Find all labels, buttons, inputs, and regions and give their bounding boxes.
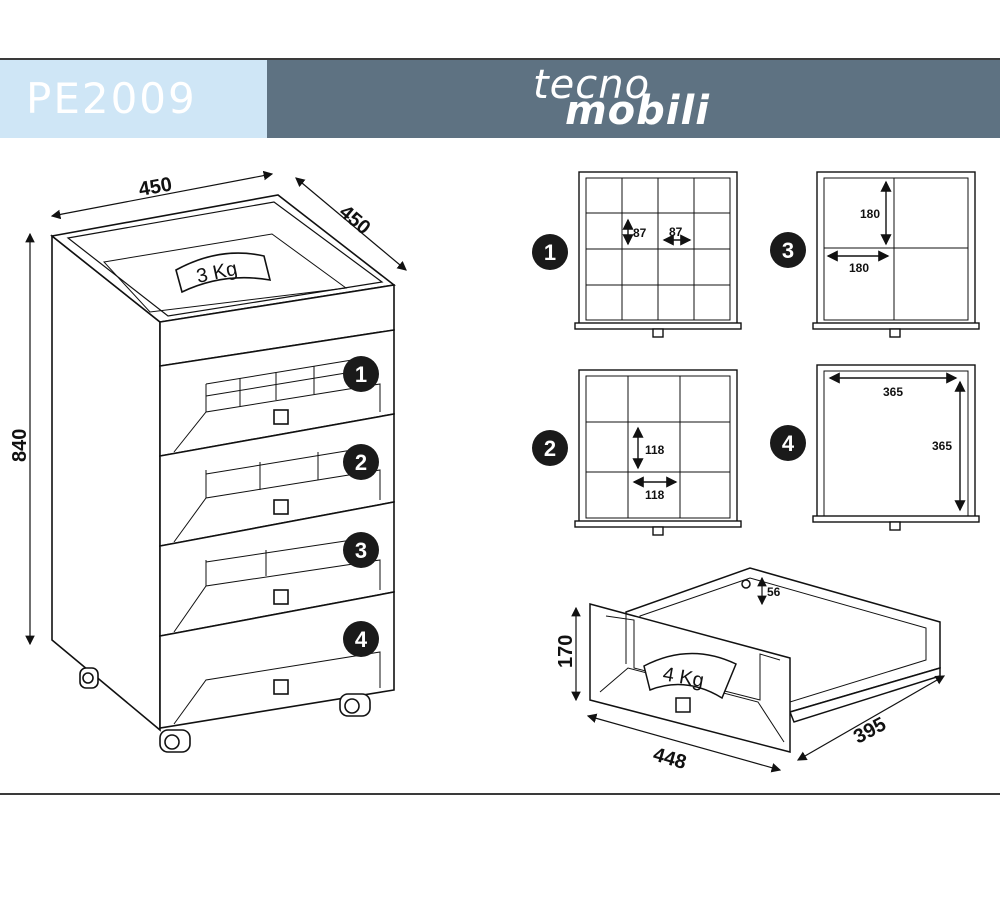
svg-text:1: 1 — [544, 240, 556, 265]
svg-text:3: 3 — [782, 238, 794, 263]
drawer-plan-1 — [574, 171, 742, 338]
svg-text:2: 2 — [355, 450, 367, 475]
plan-1-badge — [532, 234, 568, 270]
cabinet-width-label: 450 — [137, 173, 174, 200]
svg-text:2: 2 — [544, 436, 556, 461]
plan-2-badge — [532, 430, 568, 466]
cabinet-badges: 1 2 3 4 — [343, 356, 379, 657]
cabinet-drawing — [50, 194, 396, 753]
cabinet-height-label: 840 — [9, 429, 31, 462]
product-code-box: PE2009 — [0, 60, 267, 138]
plan-3-cell-w: 180 — [849, 261, 869, 275]
drawer-3-handle — [273, 589, 289, 605]
plan-4-width: 365 — [883, 385, 903, 399]
svg-text:1: 1 — [355, 362, 367, 387]
drawer-width-dim — [586, 713, 782, 773]
cabinet-badge-3 — [343, 532, 379, 568]
plan-4-badge — [770, 425, 806, 461]
plan-4-depth: 365 — [932, 439, 952, 453]
drawer-detail-handle — [675, 697, 691, 713]
cabinet-wheels — [79, 667, 371, 753]
drawer-1-handle — [273, 409, 289, 425]
svg-text:4: 4 — [782, 431, 795, 456]
drawer-height-label: 170 — [555, 635, 577, 668]
drawer-depth-label: 395 — [850, 713, 890, 748]
plan-3-badge — [770, 232, 806, 268]
plan-3-cell-h: 180 — [860, 207, 880, 221]
drawer-inner-label: 56 — [767, 585, 781, 599]
drawer-depth-dim — [796, 675, 946, 761]
plan-2-cell-h: 118 — [645, 443, 665, 457]
cabinet-badge-4 — [343, 621, 379, 657]
top-rule — [0, 58, 1000, 60]
drawer-plan-2 — [574, 369, 742, 536]
brand-box: tecno mobili — [267, 60, 1000, 138]
top-load-tag — [175, 252, 272, 294]
drawer-4-handle — [273, 679, 289, 695]
cabinet-depth-dim — [295, 177, 407, 271]
header-bar: PE2009 tecno mobili — [0, 60, 1000, 138]
svg-text:3: 3 — [355, 538, 367, 563]
drawer-plan-4 — [812, 364, 980, 531]
drawer-4-face — [159, 591, 395, 729]
cabinet-badge-2 — [343, 444, 379, 480]
drawer-plan-3 — [812, 171, 980, 338]
brand-logo-line2: mobili — [565, 88, 710, 134]
product-code: PE2009 — [26, 74, 197, 123]
drawer-2-handle — [273, 499, 289, 515]
plan-1-cell-w: 87 — [669, 225, 683, 239]
drawer-width-label: 448 — [651, 744, 689, 774]
drawer-detail — [589, 567, 941, 753]
technical-drawing: 450 450 840 3 Kg 1 2 3 4 87 87 1 — [9, 170, 980, 774]
brand-logo-line1: tecno — [533, 62, 651, 108]
cabinet-width-dim — [50, 170, 274, 220]
plan-1-cell-h: 87 — [633, 226, 647, 240]
svg-text:4: 4 — [355, 627, 368, 652]
cabinet-depth-label: 450 — [335, 201, 375, 239]
plan-2-cell-w: 118 — [645, 488, 665, 502]
cabinet-badge-1 — [343, 356, 379, 392]
drawer-load-tag — [643, 652, 737, 700]
bottom-rule — [0, 793, 1000, 795]
